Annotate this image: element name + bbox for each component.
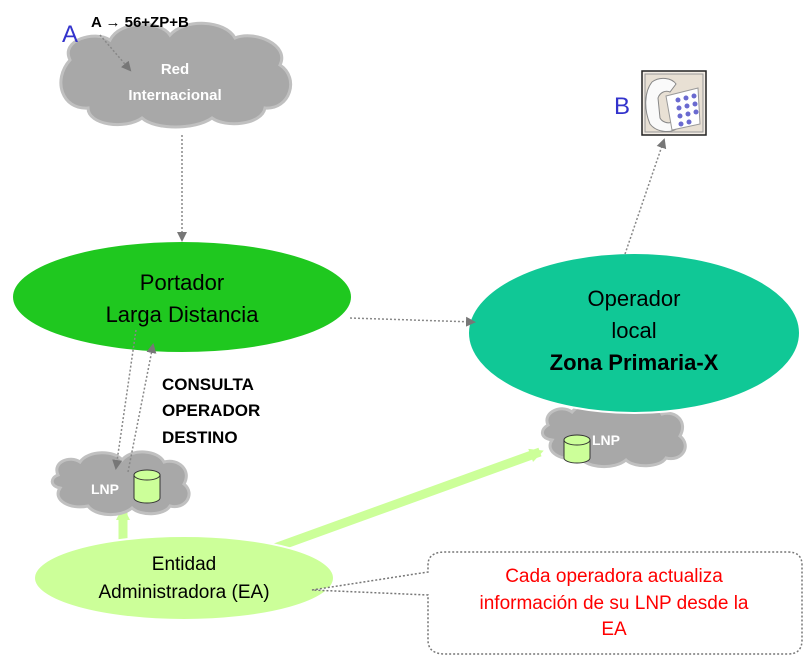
portador-label-1: Portador (140, 270, 224, 295)
lnp-left-label: LNP (91, 481, 119, 497)
callout-text-2: información de su LNP desde la (480, 593, 749, 614)
consulta-label-2: OPERADOR (162, 401, 260, 420)
operador-to-b-arrow (624, 138, 667, 255)
callout-text-1: Cada operadora actualiza (505, 566, 723, 587)
callout-bubble (311, 551, 803, 655)
entidad-label-1: Entidad (152, 554, 216, 575)
operador-local-node (467, 252, 801, 414)
telephone-icon (641, 70, 707, 136)
database-cylinder-icon (563, 434, 591, 464)
red-internacional-label-2: Internacional (128, 87, 221, 104)
operador-label-1: Operador (588, 286, 681, 311)
query-down-arrow (112, 329, 137, 470)
lnp-right-label: LNP (592, 432, 620, 448)
label-b: B (614, 93, 630, 120)
entidad-administradora-node (33, 535, 335, 621)
entidad-label-2: Administradora (EA) (98, 582, 269, 603)
operador-label-2: local (611, 318, 656, 343)
callout-text-3: EA (601, 619, 627, 640)
red-internacional-cloud (59, 21, 293, 129)
label-a: A (62, 21, 78, 48)
lnp-left-cloud (50, 450, 191, 516)
database-cylinder-icon (133, 469, 161, 504)
consulta-label-1: CONSULTA (162, 375, 254, 394)
red-internacional-label-1: Red (161, 61, 189, 78)
dotted-connectors (99, 34, 667, 473)
label-a-dial: A → 56+ZP+B (91, 14, 189, 31)
portador-larga-distancia-node (11, 240, 353, 354)
query-up-arrow (127, 343, 157, 473)
ea-to-lnp-right-arrow (256, 447, 544, 559)
consulta-label-3: DESTINO (162, 428, 238, 447)
portador-label-2: Larga Distancia (106, 302, 260, 327)
operador-label-3: Zona Primaria-X (550, 350, 719, 375)
portador-to-operador-arrow (349, 316, 476, 327)
